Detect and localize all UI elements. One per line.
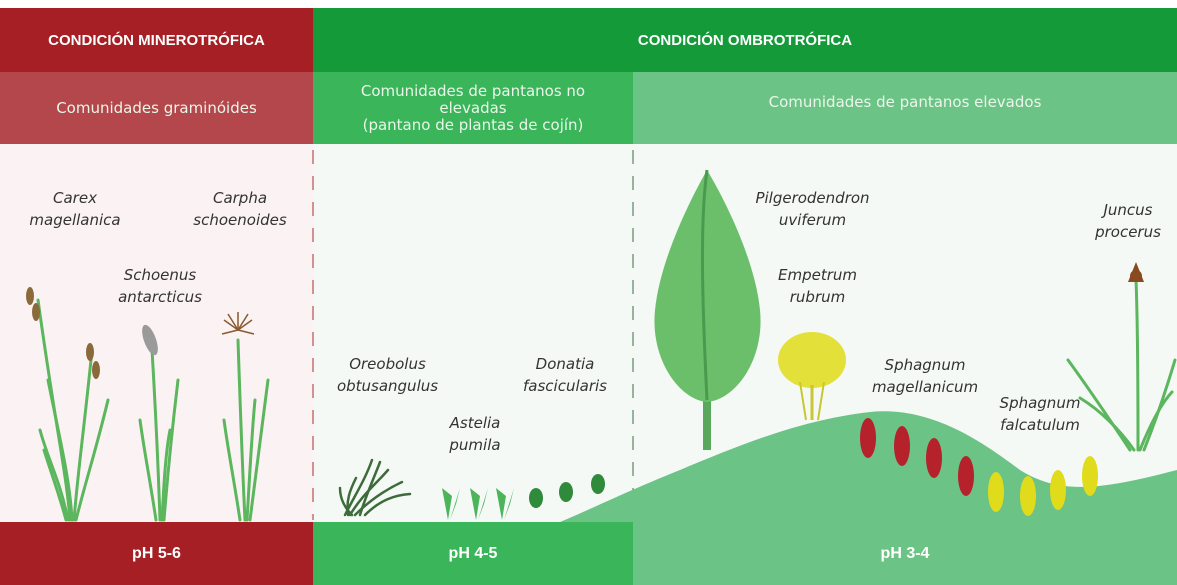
minerotrophic-header-text: CONDICIÓN MINEROTRÓFICA (48, 31, 265, 49)
label-sph-mag-line2: magellanicum (871, 378, 979, 396)
label-carpha: Carpha schoenoides (180, 187, 300, 231)
label-sph-fal-line2: falcatulum (1000, 416, 1080, 434)
label-empetrum-line1: Empetrum (777, 266, 857, 284)
label-empetrum: Empetrum rubrum (770, 264, 865, 308)
donatia-plant (529, 474, 605, 508)
ombrotrophic-header-text: CONDICIÓN OMBROTRÓFICA (637, 31, 853, 49)
carpha-plant (222, 338, 270, 522)
label-donatia-line2: fascicularis (523, 377, 607, 395)
ph-label-raised: pH 3-4 (880, 544, 930, 562)
label-donatia: Donatia fascicularis (510, 353, 620, 397)
label-sphagnum-magellanicum: Sphagnum magellanicum (860, 354, 990, 398)
label-oreobolus-line1: Oreobolus (349, 355, 426, 373)
oreobolus-plant (338, 458, 412, 517)
label-carex-line2: magellanica (29, 211, 121, 229)
label-oreobolus: Oreobolus obtusangulus (325, 353, 450, 397)
sphagnum-falcatulum-plants (988, 456, 1098, 516)
label-schoenus-line2: antarcticus (118, 288, 202, 306)
label-juncus-line2: procerus (1095, 223, 1161, 241)
juncus-plant (1066, 278, 1177, 452)
label-empetrum-line2: rubrum (789, 288, 846, 306)
graminoid-community-band: Comunidades graminóides (0, 72, 313, 144)
label-astelia-line2: pumila (449, 436, 501, 454)
non-raised-label-line1: Comunidades de pantanos no (360, 81, 586, 100)
empetrum-shrub (778, 332, 846, 421)
minerotrophic-header: CONDICIÓN MINEROTRÓFICA (0, 8, 313, 72)
label-astelia: Astelia pumila (435, 412, 515, 456)
label-sphagnum-falcatulum: Sphagnum falcatulum (985, 392, 1095, 436)
ph-band-raised: pH 3-4 (633, 522, 1177, 585)
non-raised-community-band: Comunidades de pantanos no elevadas (pan… (313, 72, 633, 144)
raised-community-band: Comunidades de pantanos elevados (633, 72, 1177, 144)
label-schoenus: Schoenus antarcticus (100, 264, 220, 308)
non-raised-label-line3: (pantano de plantas de cojín) (362, 115, 584, 134)
sphagnum-magellanicum-plants (860, 418, 974, 496)
astelia-plant (442, 488, 514, 520)
label-juncus-line1: Juncus (1103, 201, 1153, 219)
label-juncus: Juncus procerus (1083, 199, 1173, 243)
label-carpha-line1: Carpha (212, 189, 268, 207)
label-pilgerodendron-line2: uviferum (778, 211, 847, 229)
label-pilgerodendron-line1: Pilgerodendron (755, 189, 870, 207)
label-sph-fal-line1: Sphagnum (999, 394, 1081, 412)
pilgerodendron-tree (654, 169, 761, 450)
label-astelia-line1: Astelia (449, 414, 501, 432)
graminoid-community-label: Comunidades graminóides (56, 98, 257, 117)
label-schoenus-line1: Schoenus (123, 266, 197, 284)
carpha-head (221, 312, 255, 335)
schoenus-plant (138, 348, 180, 522)
label-oreobolus-line2: obtusangulus (336, 377, 439, 395)
non-raised-label-line2: elevadas (439, 98, 507, 117)
label-sph-mag-line1: Sphagnum (884, 356, 966, 374)
ph-label-non-raised: pH 4-5 (448, 544, 498, 562)
label-carex-line1: Carex (53, 189, 97, 207)
label-donatia-line1: Donatia (535, 355, 595, 373)
label-carex: Carex magellanica (20, 187, 130, 231)
ph-label-minerotrophic: pH 5-6 (132, 544, 181, 562)
carex-spikelets (26, 287, 100, 379)
label-carpha-line2: schoenoides (193, 211, 287, 229)
ph-band-non-raised: pH 4-5 (313, 522, 633, 585)
ph-band-minerotrophic: pH 5-6 (0, 522, 313, 585)
ombrotrophic-header: CONDICIÓN OMBROTRÓFICA (313, 8, 1177, 72)
label-pilgerodendron: Pilgerodendron uviferum (735, 187, 890, 231)
raised-community-label: Comunidades de pantanos elevados (768, 93, 1042, 111)
schoenus-head (142, 324, 158, 356)
carex-plant (36, 298, 110, 522)
juncus-flower (1128, 262, 1144, 282)
